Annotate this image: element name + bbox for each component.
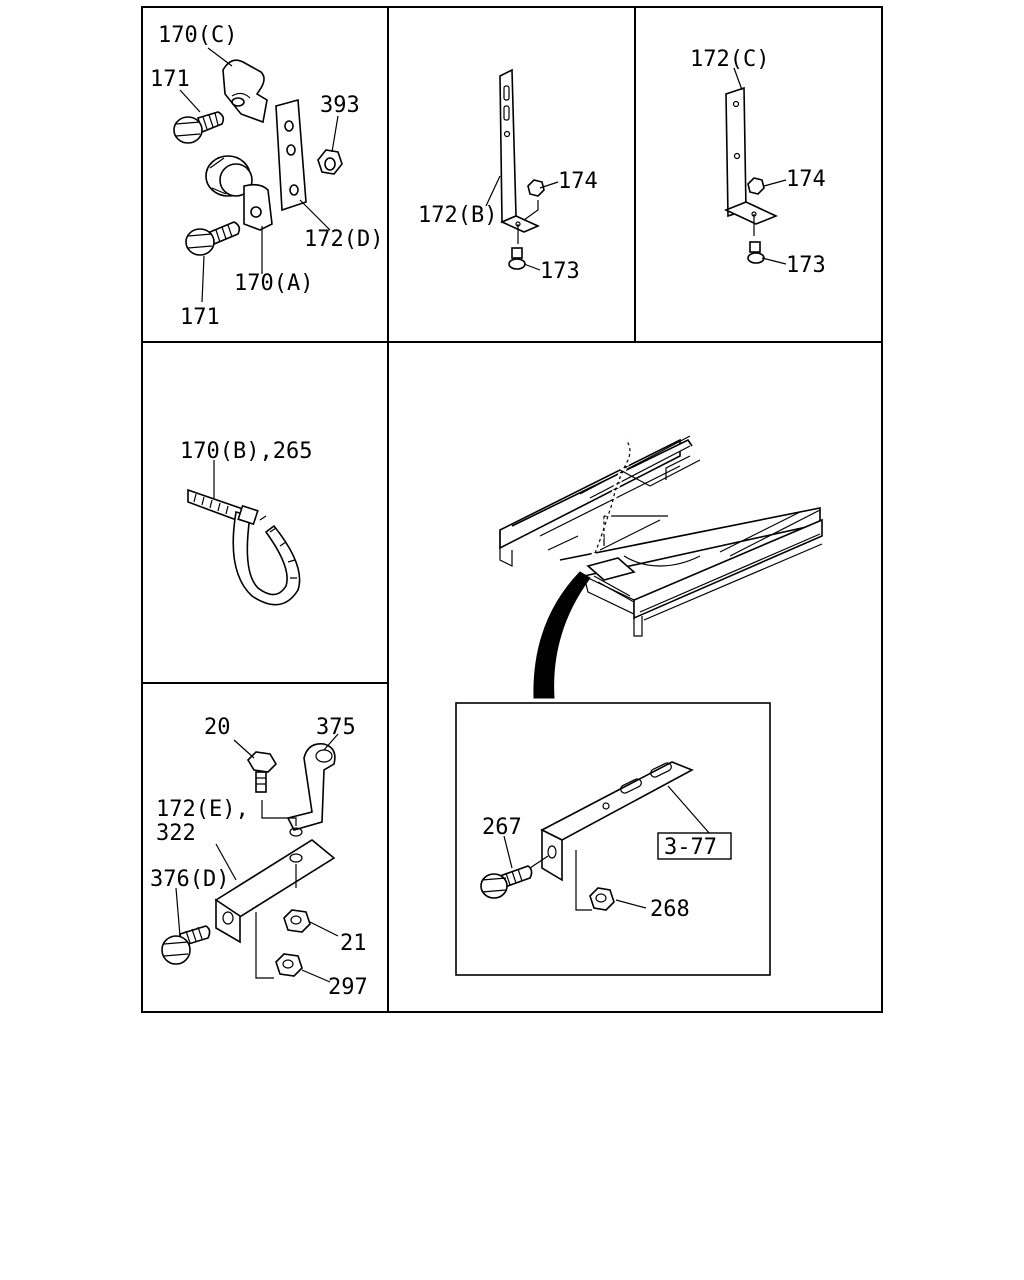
bolt-267-drawing	[480, 865, 533, 899]
nut-297-drawing	[275, 953, 303, 977]
bolt-173-c-drawing	[747, 241, 765, 264]
nut-174-c-drawing	[747, 177, 765, 195]
chassis-frame-drawing	[499, 435, 823, 637]
label-376d: 376(D)	[150, 867, 229, 892]
label-267: 267	[482, 815, 522, 840]
label-20: 20	[204, 715, 231, 740]
clip-170c-drawing	[222, 59, 268, 124]
label-173-c: 173	[786, 253, 826, 278]
bolt-171-bottom-drawing	[185, 221, 241, 256]
label-170b-265: 170(B),265	[180, 439, 312, 464]
clip-assembly-panel: 170(C) 171 393 172(D) 170(A) 171	[150, 23, 383, 330]
label-174-b: 174	[558, 169, 598, 194]
bracket-172e-drawing	[214, 839, 336, 944]
label-297: 297	[328, 975, 368, 1000]
bracket-e-panel: 20 375 172(E), 322 376(D) 21 297	[150, 715, 368, 1000]
label-172e-line1: 172(E),	[156, 797, 249, 822]
nut-393-drawing	[317, 149, 343, 175]
nut-174-drawing	[527, 179, 545, 197]
plate-172d-drawing	[275, 98, 307, 212]
ref-box	[657, 832, 732, 860]
label-172c: 172(C)	[690, 47, 769, 72]
wiring-harness-drawing	[586, 438, 636, 603]
bracket-c-panel: 172(C) 174 173	[690, 47, 826, 278]
label-171-bottom: 171	[180, 305, 220, 330]
label-21: 21	[340, 931, 367, 956]
clip-375-drawing	[286, 742, 336, 837]
label-173-b: 173	[540, 259, 580, 284]
nut-268-drawing	[589, 887, 615, 911]
label-170a: 170(A)	[234, 271, 313, 296]
label-393: 393	[320, 93, 360, 118]
bolt-171-top-drawing	[173, 111, 225, 144]
frame-view-panel: 3-77 267 268	[455, 435, 823, 976]
label-171-top: 171	[150, 67, 190, 92]
bolt-376d-drawing	[161, 925, 211, 965]
detail-pointer	[533, 571, 591, 699]
bracket-172c-drawing	[723, 86, 779, 236]
panel-grid	[141, 6, 883, 1013]
cable-tie-panel: 170(B),265	[180, 439, 312, 606]
nut-21-drawing	[283, 909, 311, 933]
ref-box-label: 3-77	[664, 835, 717, 860]
cable-tie-drawing	[187, 488, 301, 606]
label-170c: 170(C)	[158, 23, 237, 48]
bolt-20-drawing	[246, 751, 278, 793]
bracket-b-panel: 172(B) 174 173	[418, 68, 598, 284]
label-172e-line2: 322	[156, 821, 196, 846]
bolt-173-drawing	[508, 247, 526, 270]
label-268: 268	[650, 897, 690, 922]
label-172d: 172(D)	[304, 227, 383, 252]
label-375: 375	[316, 715, 356, 740]
label-172b: 172(B)	[418, 203, 497, 228]
detail-bracket-drawing	[540, 761, 694, 882]
clip-170a-drawing	[243, 183, 273, 231]
label-174-c: 174	[786, 167, 826, 192]
bracket-172b-drawing	[499, 68, 540, 244]
